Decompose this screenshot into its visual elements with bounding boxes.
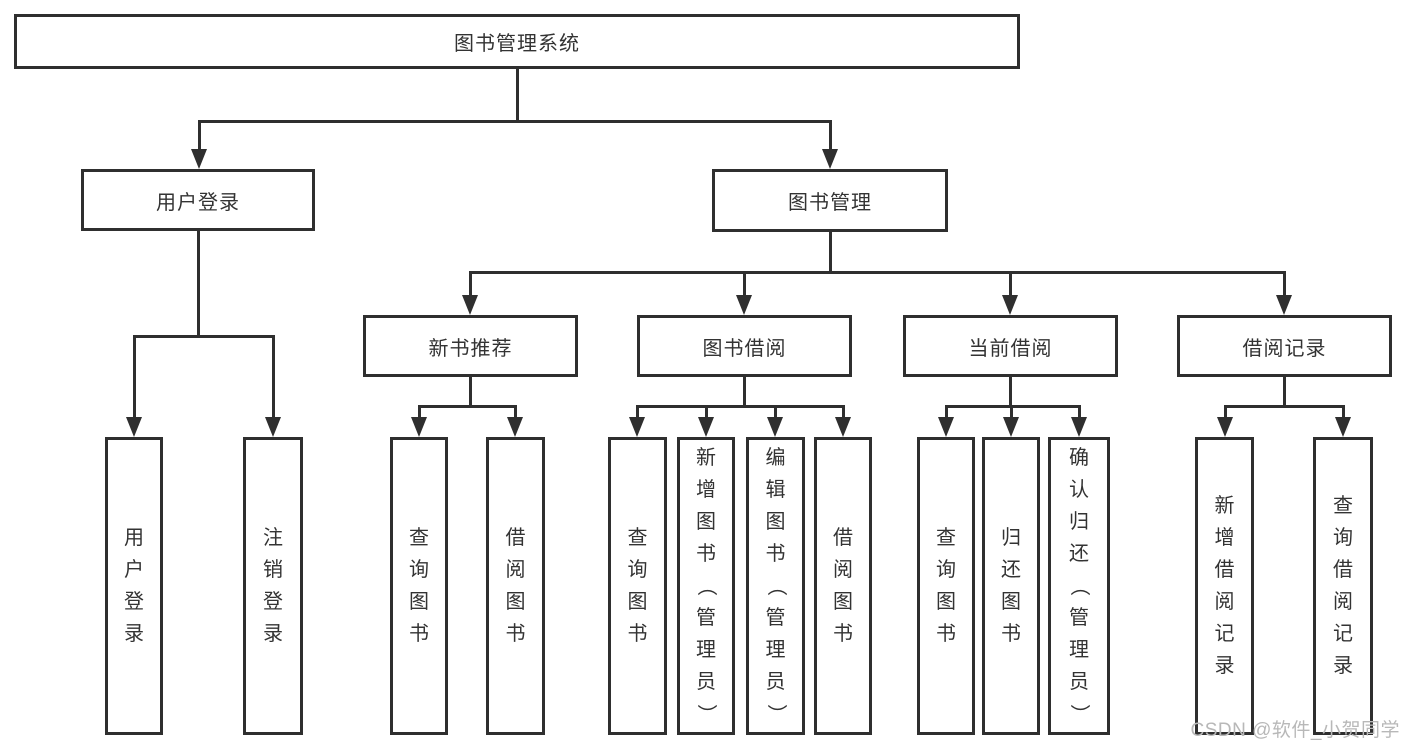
node-label-borrow-records: 借阅记录	[1242, 337, 1327, 360]
node-query-books-3: 查询图书	[917, 437, 975, 735]
connector-line	[197, 119, 832, 123]
connector-arrowhead	[698, 417, 714, 437]
connector-arrow-shaft	[468, 272, 472, 299]
connector-arrow-shaft	[828, 121, 832, 153]
connector-arrowhead	[736, 295, 752, 315]
node-query-books-1: 查询图书	[390, 437, 448, 735]
node-label-query-books-2: 查询图书	[627, 527, 648, 645]
node-label-add-books-admin: 新增图书（管理员）	[695, 447, 717, 724]
connector-arrowhead	[1217, 417, 1233, 437]
connector-line	[417, 404, 517, 408]
connector-line	[515, 69, 519, 121]
connector-arrowhead	[767, 417, 783, 437]
connector-arrowhead	[462, 295, 478, 315]
node-label-logout-leaf: 注销登录	[263, 527, 283, 645]
connector-arrowhead	[126, 417, 142, 437]
connector-arrowhead	[1003, 417, 1019, 437]
connector-arrowhead	[507, 417, 523, 437]
connector-line	[468, 270, 1286, 274]
node-new-book-rec: 新书推荐	[363, 315, 578, 377]
node-label-current-borrow: 当前借阅	[968, 337, 1053, 360]
node-book-mgmt: 图书管理	[712, 169, 948, 232]
connector-line	[1223, 404, 1345, 408]
connector-arrowhead	[1335, 417, 1351, 437]
node-root: 图书管理系统	[14, 14, 1020, 69]
connector-line	[828, 232, 832, 272]
connector-arrow-shaft	[1009, 406, 1013, 421]
connector-arrow-shaft	[132, 336, 136, 421]
node-user-login: 用户登录	[81, 169, 315, 231]
connector-line	[468, 377, 472, 406]
connector-arrow-shaft	[1341, 406, 1345, 421]
connector-arrowhead	[265, 417, 281, 437]
node-borrow-books-1: 借阅图书	[486, 437, 545, 735]
connector-arrow-shaft	[841, 406, 845, 421]
connector-arrowhead	[191, 149, 207, 169]
connector-arrow-shaft	[417, 406, 421, 421]
connector-arrow-shaft	[773, 406, 777, 421]
connector-arrowhead	[938, 417, 954, 437]
connector-arrow-shaft	[513, 406, 517, 421]
node-logout-leaf: 注销登录	[243, 437, 303, 735]
node-query-borrow-record: 查询借阅记录	[1313, 437, 1373, 735]
connector-arrowhead	[1002, 295, 1018, 315]
node-add-borrow-record: 新增借阅记录	[1195, 437, 1254, 735]
connector-arrowhead	[822, 149, 838, 169]
connector-arrow-shaft	[197, 121, 201, 153]
connector-line	[742, 377, 746, 406]
connector-line	[1008, 377, 1012, 406]
node-label-book-mgmt: 图书管理	[788, 192, 872, 214]
connector-line	[1282, 377, 1286, 406]
connector-arrow-shaft	[1223, 406, 1227, 421]
connector-arrowhead	[1071, 417, 1087, 437]
connector-arrow-shaft	[271, 336, 275, 421]
csdn-watermark: CSDN @软件_小贺同学	[1190, 720, 1400, 741]
node-current-borrow: 当前借阅	[903, 315, 1118, 377]
connector-line	[196, 231, 200, 336]
node-query-books-2: 查询图书	[608, 437, 667, 735]
node-label-query-books-1: 查询图书	[409, 527, 429, 645]
node-label-add-borrow-record: 新增借阅记录	[1214, 495, 1235, 677]
connector-arrow-shaft	[704, 406, 708, 421]
connector-line	[132, 334, 275, 338]
node-label-edit-books-admin: 编辑图书（管理员）	[764, 447, 787, 724]
connector-arrowhead	[835, 417, 851, 437]
node-label-user-login: 用户登录	[156, 191, 240, 214]
node-label-borrow-books-1: 借阅图书	[505, 527, 526, 645]
connector-line	[944, 404, 1081, 408]
connector-arrow-shaft	[635, 406, 639, 421]
node-label-borrow-books-2: 借阅图书	[833, 527, 853, 645]
node-label-login-leaf: 用户登录	[124, 527, 144, 645]
connector-arrowhead	[1276, 295, 1292, 315]
node-label-return-books: 归还图书	[1001, 527, 1021, 645]
node-label-query-borrow-record: 查询借阅记录	[1333, 495, 1353, 677]
node-label-confirm-return-admin: 确认归还（管理员）	[1068, 447, 1090, 724]
node-return-books: 归还图书	[982, 437, 1040, 735]
connector-line	[635, 404, 845, 408]
node-add-books-admin: 新增图书（管理员）	[677, 437, 735, 735]
node-label-root: 图书管理系统	[454, 33, 580, 55]
node-confirm-return-admin: 确认归还（管理员）	[1048, 437, 1110, 735]
node-login-leaf: 用户登录	[105, 437, 163, 735]
node-label-query-books-3: 查询图书	[936, 527, 956, 645]
node-edit-books-admin: 编辑图书（管理员）	[746, 437, 805, 735]
connector-arrowhead	[629, 417, 645, 437]
node-book-borrow: 图书借阅	[637, 315, 852, 377]
node-borrow-books-2: 借阅图书	[814, 437, 872, 735]
connector-arrowhead	[411, 417, 427, 437]
connector-arrow-shaft	[1077, 406, 1081, 421]
connector-arrow-shaft	[944, 406, 948, 421]
connector-arrow-shaft	[1008, 272, 1012, 299]
node-label-book-borrow: 图书借阅	[702, 337, 787, 360]
connector-arrow-shaft	[742, 272, 746, 299]
node-borrow-records: 借阅记录	[1177, 315, 1392, 377]
connector-arrow-shaft	[1282, 272, 1286, 299]
node-label-new-book-rec: 新书推荐	[428, 337, 513, 360]
